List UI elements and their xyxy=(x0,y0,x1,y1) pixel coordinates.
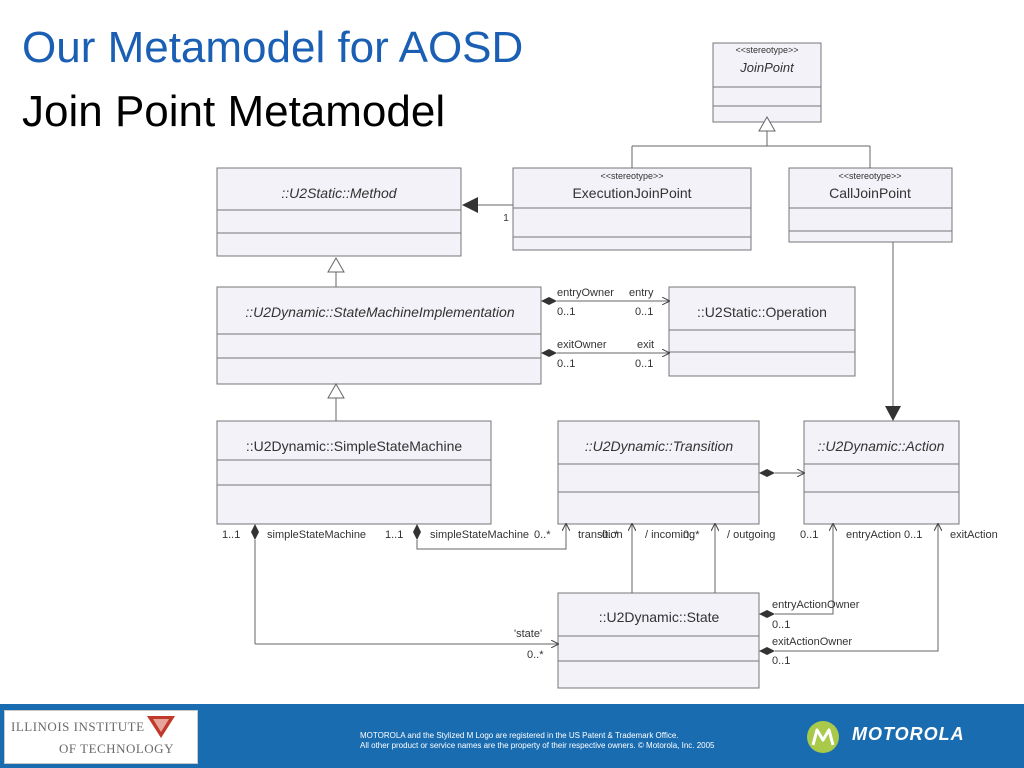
ssm-state-association: 1..1 simpleStateMachine 'state' 0..* xyxy=(222,524,558,661)
exit-action-role: exitAction xyxy=(950,529,998,541)
state-name: ::U2Dynamic::State xyxy=(599,609,720,625)
incoming-mult: 0..* xyxy=(602,529,619,541)
state-transition-incoming: 0..* / incoming xyxy=(602,524,695,593)
method-name: ::U2Static::Method xyxy=(281,185,397,201)
outgoing-mult: 0..* xyxy=(683,529,700,541)
entry-mult: 0..1 xyxy=(635,306,653,318)
exit-association: exitOwner exit 0..1 0..1 xyxy=(541,339,669,370)
class-state: ::U2Dynamic::State xyxy=(557,592,760,689)
exit-action-owner: exitActionOwner xyxy=(772,636,852,648)
call-action-association xyxy=(885,242,901,421)
state-role: 'state' xyxy=(514,628,542,640)
slide-title: Our Metamodel for AOSD xyxy=(22,23,524,72)
legal-line-2: All other product or service names are t… xyxy=(360,741,715,750)
exit-owner-role: exitOwner xyxy=(557,339,607,351)
class-simple-state-machine: ::U2Dynamic::SimpleStateMachine xyxy=(216,420,492,525)
ssm-mult-b: 1..1 xyxy=(385,529,403,541)
ssm-name: ::U2Dynamic::SimpleStateMachine xyxy=(246,438,463,454)
generalization-ssm-smi xyxy=(327,382,345,421)
class-action: ::U2Dynamic::Action xyxy=(803,420,960,525)
class-method: ::U2Static::Method xyxy=(216,167,462,257)
iit-logo: ILLINOIS INSTITUTE OF TECHNOLOGY xyxy=(4,710,198,764)
entry-role: entry xyxy=(629,287,654,299)
exit-owner-mult: 0..1 xyxy=(557,358,575,370)
state-mult: 0..* xyxy=(527,649,544,661)
state-transition-outgoing: 0..* / outgoing xyxy=(683,524,775,593)
operation-name: ::U2Static::Operation xyxy=(697,304,827,320)
entry-action-owner: entryActionOwner xyxy=(772,599,860,611)
entry-owner-role: entryOwner xyxy=(557,287,614,299)
exit-action-mult: 0..1 xyxy=(904,529,922,541)
exit-action-owner-mult: 0..1 xyxy=(772,655,790,667)
legal-line-1: MOTOROLA and the Stylized M Logo are reg… xyxy=(360,731,679,740)
iit-shield-icon xyxy=(147,716,175,738)
class-operation: ::U2Static::Operation xyxy=(668,286,856,377)
class-call-joinpoint: <<stereotype>> CallJoinPoint xyxy=(788,167,953,243)
execution-method-association: 1 xyxy=(462,197,513,224)
ssm-role-a: simpleStateMachine xyxy=(267,529,366,541)
ssm-mult-a: 1..1 xyxy=(222,529,240,541)
incoming-role: / incoming xyxy=(645,529,695,541)
execution-name: ExecutionJoinPoint xyxy=(572,185,691,201)
uml-diagram: <<stereotype>> JoinPoint <<stereotype>> … xyxy=(216,42,998,689)
joinpoint-stereotype: <<stereotype>> xyxy=(735,45,798,55)
class-transition: ::U2Dynamic::Transition xyxy=(557,420,760,525)
transition-action-association xyxy=(759,469,804,477)
exit-mult: 0..1 xyxy=(635,358,653,370)
class-execution-joinpoint: <<stereotype>> ExecutionJoinPoint xyxy=(512,167,752,251)
generalization-to-joinpoint xyxy=(631,115,871,168)
entry-association: entryOwner entry 0..1 0..1 xyxy=(541,287,669,318)
joinpoint-name: JoinPoint xyxy=(739,60,795,75)
class-state-machine-implementation: ::U2Dynamic::StateMachineImplementation xyxy=(216,286,542,385)
slide-subtitle: Join Point Metamodel xyxy=(22,87,446,136)
class-joinpoint: <<stereotype>> JoinPoint xyxy=(712,42,822,123)
entry-action-owner-mult: 0..1 xyxy=(772,619,790,631)
smi-name: ::U2Dynamic::StateMachineImplementation xyxy=(245,304,514,320)
motorola-logo-icon xyxy=(807,721,839,753)
state-entry-action-association: 0..1 entryAction entryActionOwner 0..1 xyxy=(759,524,901,631)
call-name: CallJoinPoint xyxy=(829,185,911,201)
entry-action-mult: 0..1 xyxy=(800,529,818,541)
exit-role: exit xyxy=(637,339,654,351)
call-stereotype: <<stereotype>> xyxy=(838,171,901,181)
iit-logo-line1: ILLINOIS INSTITUTE xyxy=(11,719,145,734)
exec-method-mult: 1 xyxy=(503,213,509,224)
iit-logo-line2: OF TECHNOLOGY xyxy=(59,741,174,756)
motorola-wordmark: MOTOROLA xyxy=(852,724,965,744)
ssm-role-b: simpleStateMachine xyxy=(430,529,529,541)
transition-name: ::U2Dynamic::Transition xyxy=(585,438,734,454)
entry-owner-mult: 0..1 xyxy=(557,306,575,318)
execution-stereotype: <<stereotype>> xyxy=(600,171,663,181)
state-exit-action-association: 0..1 exitAction exitActionOwner 0..1 xyxy=(759,524,998,667)
trans-mult: 0..* xyxy=(534,529,551,541)
trans-role: transition xyxy=(578,529,623,541)
generalization-smi-method xyxy=(327,256,345,287)
entry-action-role: entryAction xyxy=(846,529,901,541)
outgoing-role: / outgoing xyxy=(727,529,775,541)
ssm-transition-association: 1..1 simpleStateMachine 0..* transition xyxy=(385,524,623,550)
legal-notice: MOTOROLA and the Stylized M Logo are reg… xyxy=(360,731,715,751)
footer-bar: ILLINOIS INSTITUTE OF TECHNOLOGY MOTOROL… xyxy=(0,704,1024,768)
action-name: ::U2Dynamic::Action xyxy=(818,438,945,454)
